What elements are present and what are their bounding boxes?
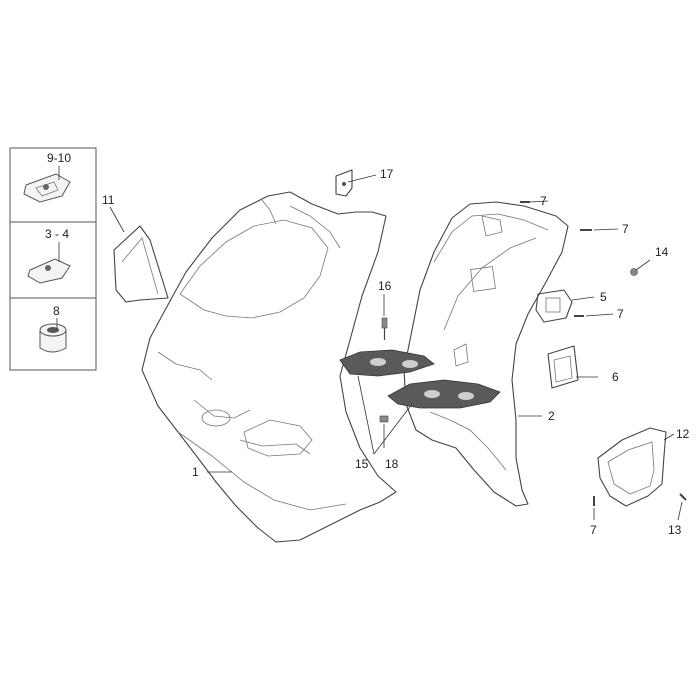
label-13: 13	[668, 523, 682, 537]
label-1: 1	[192, 465, 199, 479]
label-15: 15	[355, 457, 369, 471]
screw-16	[381, 317, 388, 340]
label-7-bracket: 7	[617, 307, 624, 321]
label-7-right: 7	[622, 222, 629, 236]
label-17: 17	[380, 167, 394, 181]
label-14: 14	[655, 245, 669, 259]
label-18: 18	[385, 457, 399, 471]
side-panel-part-11	[113, 225, 169, 303]
nut-18	[379, 415, 389, 423]
bracket-part-5	[535, 289, 573, 323]
leg-shield-part-2	[403, 201, 569, 507]
label-9-10: 9-10	[47, 151, 71, 165]
label-7-cover: 7	[590, 523, 597, 537]
label-3-4: 3 - 4	[45, 227, 69, 241]
clip-part-3-4	[27, 258, 71, 284]
label-5: 5	[600, 290, 607, 304]
inset-frame	[9, 147, 97, 371]
label-2: 2	[548, 409, 555, 423]
clip-part-9-10	[23, 173, 71, 203]
screw-14	[630, 268, 638, 276]
fasteners	[379, 201, 687, 506]
label-12: 12	[676, 427, 690, 441]
bracket-part-17	[335, 169, 353, 197]
label-6: 6	[612, 370, 619, 384]
leader-lines	[56, 166, 683, 521]
label-16: 16	[378, 279, 392, 293]
front-shield-part-1	[141, 191, 397, 543]
screw-13	[679, 493, 687, 501]
plate-part-6	[547, 345, 579, 389]
callout-labels: 9-10 3 - 4 8 11 17 16 1 15 18 2 6 5 7 7 …	[45, 151, 690, 537]
label-11: 11	[102, 193, 115, 207]
cover-part-12	[597, 427, 667, 507]
label-8: 8	[53, 304, 60, 318]
grille-parts-15	[339, 349, 501, 409]
label-7-top: 7	[540, 194, 547, 208]
spacer-part-8	[39, 323, 67, 353]
small-parts-inset	[9, 147, 97, 371]
